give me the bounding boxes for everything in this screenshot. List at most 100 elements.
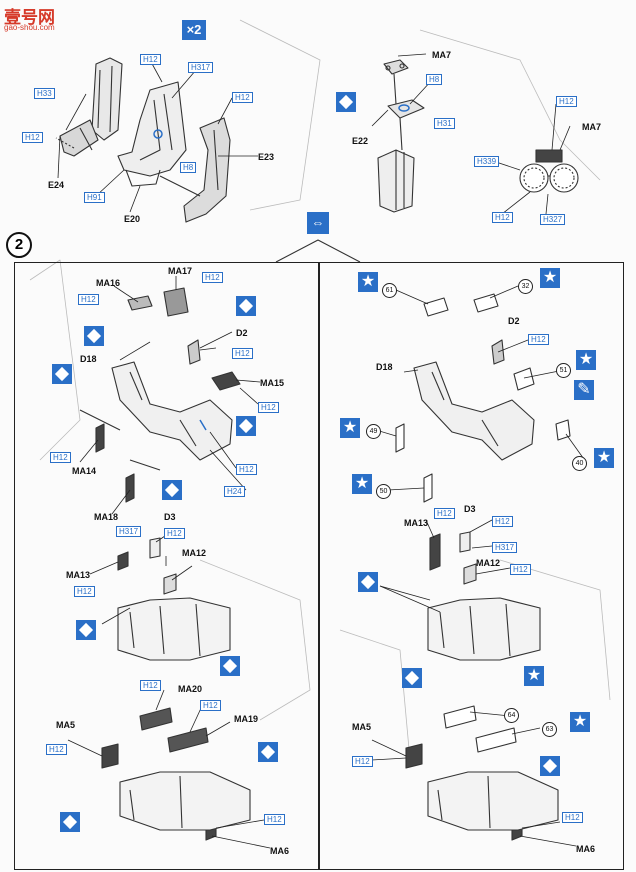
paint-code: H317	[116, 526, 142, 537]
star-icon: ★	[352, 474, 372, 494]
part-label: MA7	[432, 50, 452, 60]
part-label: MA6	[270, 846, 290, 856]
part-label: E23	[258, 152, 275, 162]
paint-code: H12	[556, 96, 577, 107]
star-icon: ★	[358, 272, 378, 292]
part-label: MA18	[94, 512, 119, 522]
diamond-icon	[358, 572, 378, 592]
diamond-icon	[76, 620, 96, 640]
decal-number: 61	[382, 283, 397, 298]
step-2-left-panel	[14, 262, 320, 870]
part-label: MA12	[476, 558, 501, 568]
paint-code: H317	[188, 62, 214, 73]
star-icon: ★	[524, 666, 544, 686]
star-icon: ★	[340, 418, 360, 438]
paint-code: H31	[434, 118, 455, 129]
star-icon: ★	[576, 350, 596, 370]
step-number: 2	[6, 232, 32, 258]
paint-code: H12	[140, 54, 161, 65]
part-label: E24	[48, 180, 65, 190]
watermark-url: gao-shou.com	[4, 23, 55, 32]
paint-code: H12	[264, 814, 285, 825]
part-label: D18	[80, 354, 97, 364]
part-label: MA13	[66, 570, 91, 580]
paint-code: H24	[224, 486, 245, 497]
paint-code: H12	[22, 132, 43, 143]
decal-number: 32	[518, 279, 533, 294]
paint-code: H8	[426, 74, 443, 85]
star-icon: ★	[540, 268, 560, 288]
decal-number: 64	[504, 708, 519, 723]
paint-code: H12	[236, 464, 257, 475]
paint-code: H317	[492, 542, 518, 553]
paint-code: H12	[140, 680, 161, 691]
star-icon: ✎	[574, 380, 594, 400]
part-label: D18	[376, 362, 393, 372]
diamond-icon	[60, 812, 80, 832]
diamond-icon	[540, 756, 560, 776]
paint-code: H12	[492, 516, 513, 527]
part-label: MA20	[178, 684, 203, 694]
paint-code: H12	[528, 334, 549, 345]
diamond-icon	[402, 668, 422, 688]
part-label: D3	[464, 504, 476, 514]
part-label: MA13	[404, 518, 429, 528]
paint-code: H33	[34, 88, 55, 99]
paint-code: H12	[50, 452, 71, 463]
part-label: MA19	[234, 714, 259, 724]
diamond-icon	[236, 296, 256, 316]
paint-code: H12	[74, 586, 95, 597]
diamond-icon	[84, 326, 104, 346]
part-label: MA5	[56, 720, 76, 730]
paint-code: H8	[180, 162, 197, 173]
diamond-icon	[52, 364, 72, 384]
paint-code: H12	[232, 348, 253, 359]
paint-code: H12	[46, 744, 67, 755]
decal-number: 40	[572, 456, 587, 471]
part-label: MA16	[96, 278, 121, 288]
paint-code: H12	[562, 812, 583, 823]
paint-code: H339	[474, 156, 500, 167]
star-icon: ★	[594, 448, 614, 468]
step-2-right-panel	[318, 262, 624, 870]
arrow-lr-icon: ⇔	[307, 212, 329, 234]
paint-code: H12	[258, 402, 279, 413]
part-label: MA7	[582, 122, 602, 132]
paint-code: H12	[164, 528, 185, 539]
diamond-icon	[220, 656, 240, 676]
paint-code: H12	[200, 700, 221, 711]
part-label: MA6	[576, 844, 596, 854]
paint-code: H12	[202, 272, 223, 283]
paint-code: H327	[540, 214, 566, 225]
paint-code: H12	[232, 92, 253, 103]
part-label: D3	[164, 512, 176, 522]
part-label: E22	[352, 136, 369, 146]
paint-code: H12	[510, 564, 531, 575]
paint-code: H12	[78, 294, 99, 305]
part-label: MA14	[72, 466, 97, 476]
paint-code: H91	[84, 192, 105, 203]
decal-number: 63	[542, 722, 557, 737]
paint-code: H12	[434, 508, 455, 519]
part-label: MA15	[260, 378, 285, 388]
diamond-icon	[236, 416, 256, 436]
part-label: MA12	[182, 548, 207, 558]
star-icon: ★	[570, 712, 590, 732]
decal-number: 49	[366, 424, 381, 439]
part-label: E20	[124, 214, 141, 224]
decal-number: 51	[556, 363, 571, 378]
part-label: MA5	[352, 722, 372, 732]
diamond-icon	[162, 480, 182, 500]
paint-code: H12	[352, 756, 373, 767]
quantity-badge: ×2	[182, 20, 206, 40]
part-label: D2	[508, 316, 520, 326]
diamond-icon	[258, 742, 278, 762]
paint-code: H12	[492, 212, 513, 223]
part-label: MA17	[168, 266, 193, 276]
decal-number: 50	[376, 484, 391, 499]
part-label: D2	[236, 328, 248, 338]
watermark-logo: 壹号网	[4, 8, 55, 27]
diamond-icon	[336, 92, 356, 112]
